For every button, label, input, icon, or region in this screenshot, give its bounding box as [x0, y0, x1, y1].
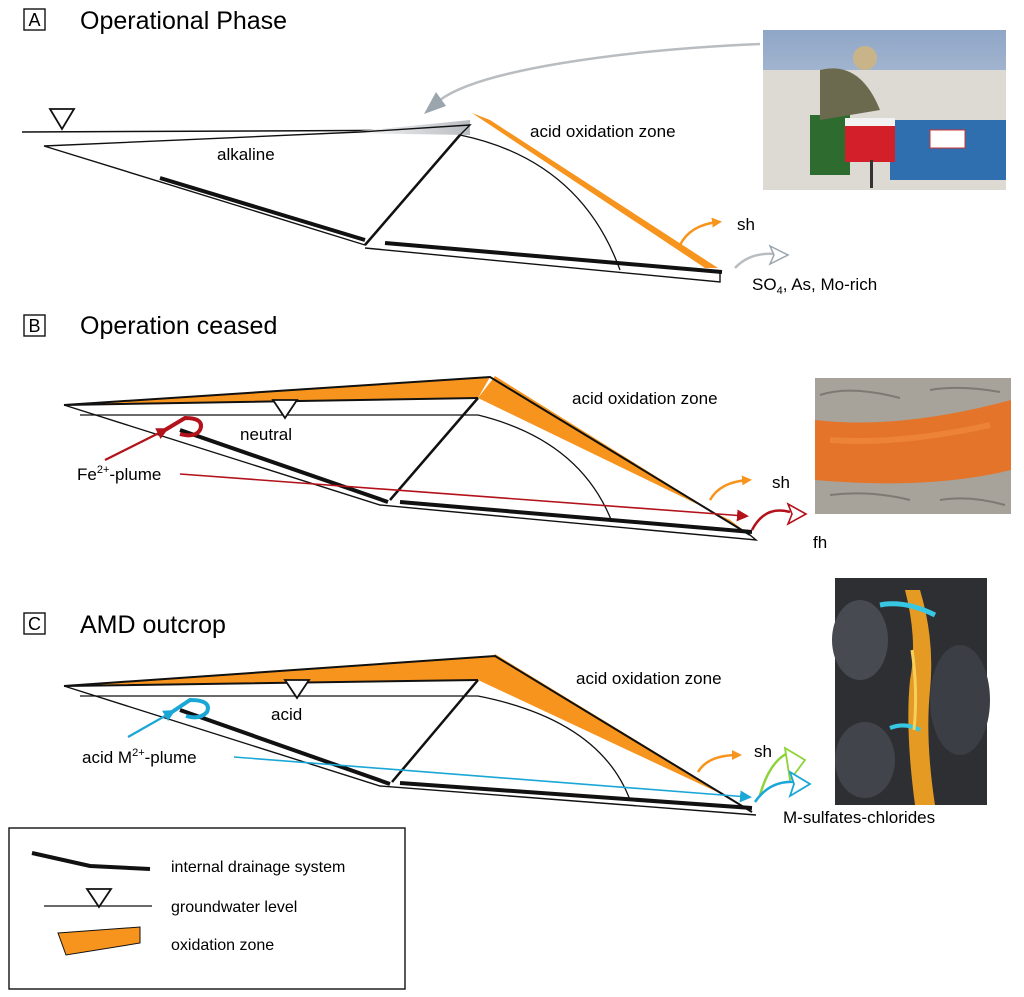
m-plume-arrow-c	[233, 756, 752, 803]
panel-b: B Operation ceased neutral acid oxidatio…	[23, 312, 1011, 552]
panel-a-letter-box	[23, 8, 46, 31]
internal-drain-a	[159, 176, 366, 242]
mineral-label-c: sh	[754, 742, 772, 761]
tailings-outline-b	[63, 404, 759, 541]
mineral-label-a: sh	[737, 215, 755, 234]
tailings-body-a	[43, 124, 472, 246]
legend-item-groundwater: groundwater level	[171, 899, 297, 916]
groundwater-triangle-icon	[283, 679, 311, 700]
water-label-a: alkaline	[217, 145, 275, 164]
zone-label-c: acid oxidation zone	[576, 669, 722, 688]
dam-wall-c	[391, 679, 479, 783]
oxidation-zone-b	[478, 376, 750, 535]
internal-drain-c	[179, 708, 391, 786]
panel-c: C AMD outcrop acid acid oxidation zone a…	[23, 578, 990, 827]
plume-label-c: acid M2+-plume	[82, 747, 197, 767]
precip-label-c: M-sulfates-chlorides	[783, 808, 935, 827]
dam-wall-b	[389, 397, 479, 501]
panel-a-letter: A	[28, 10, 40, 30]
oxidation-wedge-icon	[57, 926, 141, 956]
drainage-line-icon	[31, 851, 151, 871]
panel-a: A Operational Phase alkaline acid oxidat…	[21, 7, 1006, 297]
sh-arrow-a	[678, 217, 722, 246]
legend-item-drainage: internal drainage system	[171, 859, 345, 876]
oxidation-front-b	[477, 414, 613, 523]
amd-outcrop-photo	[832, 578, 990, 805]
water-label-b: neutral	[240, 425, 292, 444]
water-label-c: acid	[271, 705, 302, 724]
fe-plume-hook-b	[163, 415, 203, 438]
sh-arrow-b	[708, 475, 752, 501]
fe-plume-arrow-b	[179, 473, 749, 522]
field-sampling-photo	[763, 30, 1006, 190]
outflow-label-a: SO4, As, Mo-rich	[752, 275, 877, 297]
tailings-top-c	[63, 654, 753, 813]
legend-item-oxidation: oxidation zone	[171, 937, 274, 954]
base-drain-c	[399, 781, 753, 810]
legend-box	[8, 827, 406, 990]
panel-a-title: Operational Phase	[80, 7, 287, 35]
ferrihydrite-stream-photo	[815, 378, 1011, 514]
tailings-top-b	[63, 375, 751, 536]
m-plume-hook-c	[170, 697, 210, 720]
sh-arrow-c	[696, 750, 742, 773]
groundwater-triangle-icon	[85, 888, 113, 909]
salt-arrowhead-cyan-c	[788, 769, 812, 799]
dam-wall-a	[364, 134, 461, 246]
internal-drain-b	[179, 428, 389, 504]
plume-label-b: Fe2+-plume	[77, 464, 161, 484]
panel-c-letter: C	[28, 614, 41, 634]
fh-arrow-b	[750, 509, 791, 531]
panel-b-letter-box	[23, 314, 46, 337]
legend: internal drainage system groundwater lev…	[8, 827, 406, 990]
groundwater-triangle-icon	[271, 399, 299, 420]
fe-plume-pointer-b	[104, 428, 169, 461]
oxidation-zone-a	[472, 113, 718, 268]
inflow-arrowhead-a	[424, 92, 446, 114]
outflow-arrow-a	[734, 252, 776, 269]
mineral-label-b: sh	[772, 473, 790, 492]
oxidation-front-c	[477, 695, 631, 801]
fh-arrowhead-b	[786, 502, 808, 526]
base-drain-b	[399, 500, 753, 534]
oxidation-zone-c	[478, 654, 750, 810]
panel-c-title: AMD outcrop	[80, 611, 226, 639]
m-plume-pointer-c	[127, 710, 176, 738]
base-line-a	[364, 247, 721, 283]
salt-arrow-cyan-c	[753, 780, 796, 803]
zone-label-b: acid oxidation zone	[572, 389, 718, 408]
grey-infiltration-wedge	[340, 120, 470, 135]
oxidation-front-a	[459, 134, 621, 271]
inflow-arrow-a	[439, 42, 761, 102]
zone-label-a: acid oxidation zone	[530, 122, 676, 141]
panel-c-letter-box	[23, 612, 46, 635]
panel-b-title: Operation ceased	[80, 312, 277, 340]
groundwater-triangle-icon	[48, 108, 76, 131]
outflow-arrowhead-a	[768, 244, 790, 266]
precip-label-b: fh	[813, 533, 827, 552]
base-drain-a	[384, 241, 723, 274]
panel-b-letter: B	[28, 316, 40, 336]
